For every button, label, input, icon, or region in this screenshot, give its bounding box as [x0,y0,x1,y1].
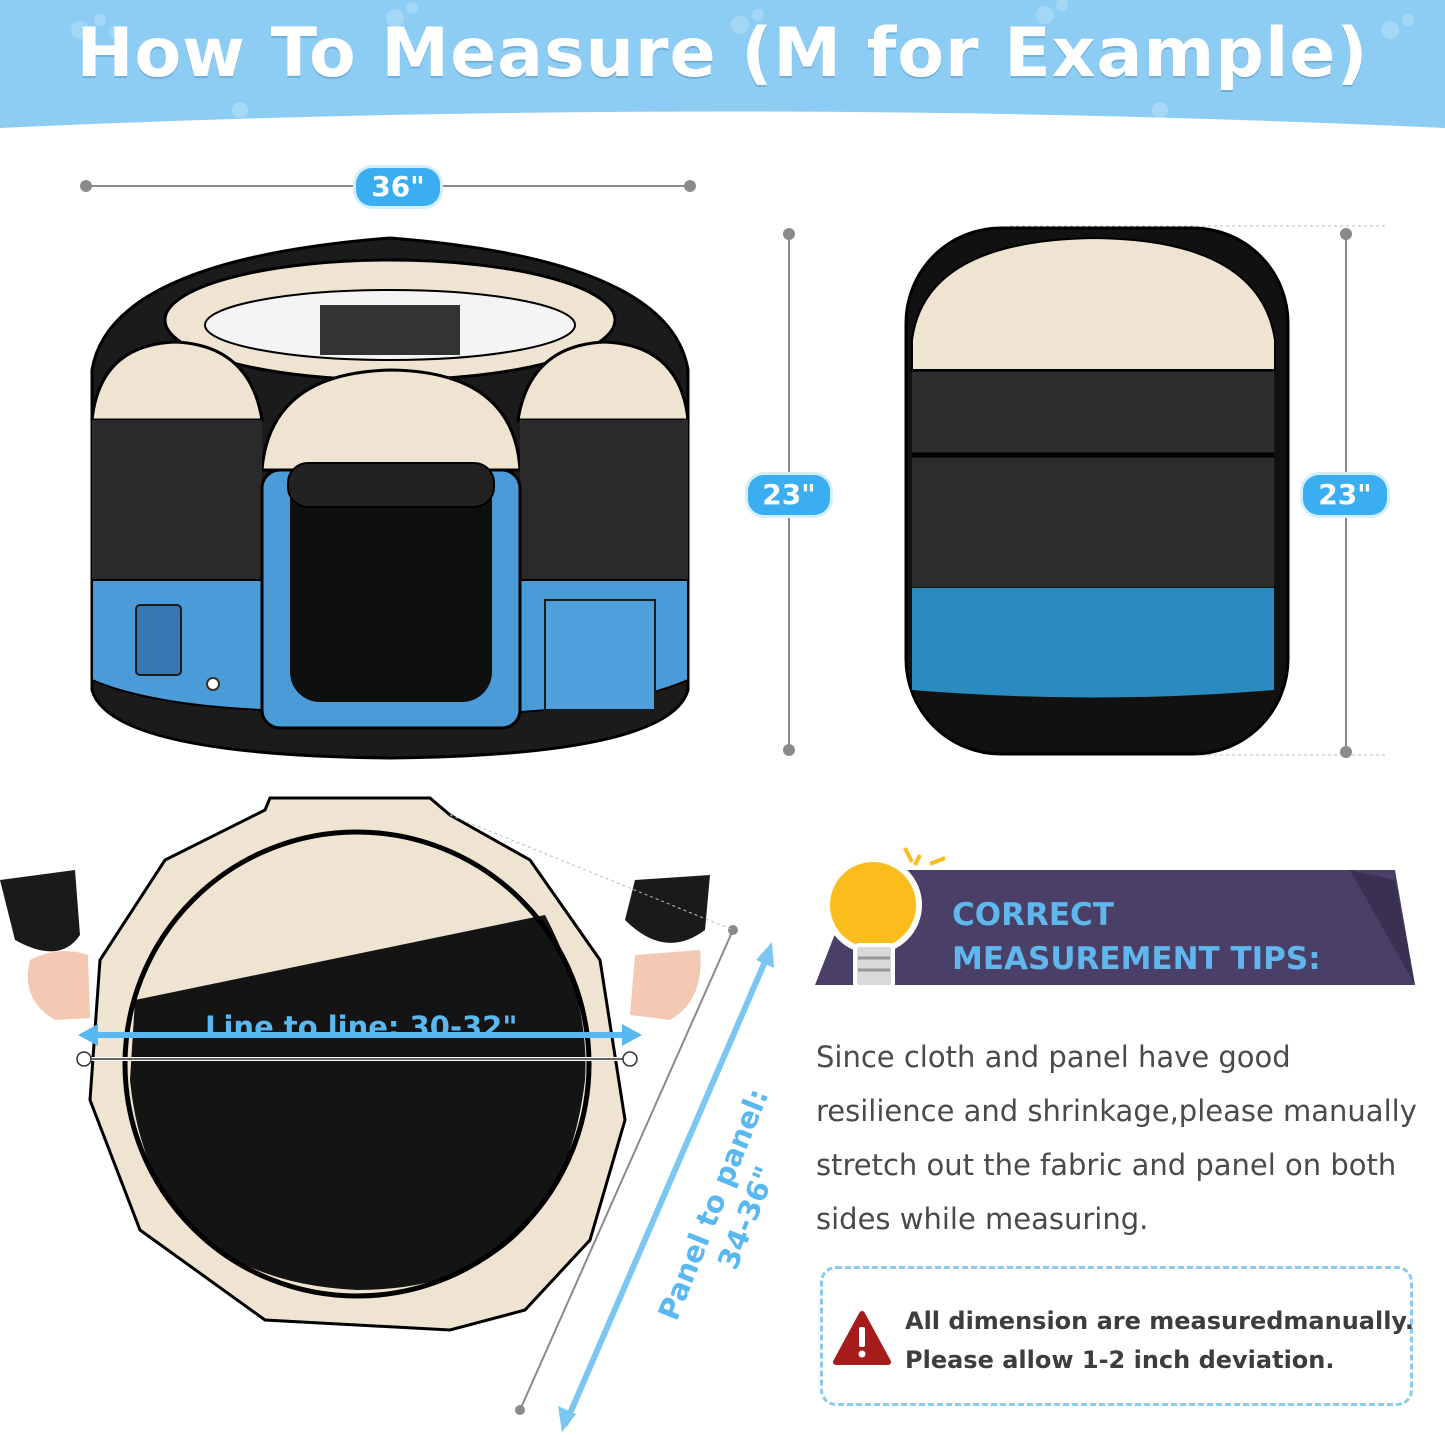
lightbulb-icon [824,847,946,989]
playpen-top-view [0,796,774,1432]
note-text: All dimension are measuredmanually. Plea… [905,1302,1415,1380]
line-to-line-label: Line to line: 30-32" [205,1010,518,1044]
warning-icon [833,1311,891,1365]
note-line2: Please allow 1-2 inch deviation. [905,1346,1335,1374]
tips-title-line2: MEASUREMENT TIPS: [952,941,1321,977]
playpen-side-view [904,225,1385,756]
tips-body: Since cloth and panel have good resilien… [816,1040,1417,1236]
page-title: How To Measure (M for Example) [76,14,1369,93]
header-banner: How To Measure (M for Example) [0,0,1445,150]
playpen-front-view [90,236,690,760]
tips-banner [815,870,1415,985]
tips-title: CORRECT MEASUREMENT TIPS: [952,893,1392,981]
front-height-label: 23" [748,475,830,515]
note-line1: All dimension are measuredmanually. [905,1307,1414,1335]
tips-title-line1: CORRECT [952,897,1114,933]
width-label: 36" [356,168,440,206]
paw-pattern-decoration [0,0,1445,150]
side-height-label: 23" [1303,475,1387,515]
note-box [820,1266,1413,1406]
